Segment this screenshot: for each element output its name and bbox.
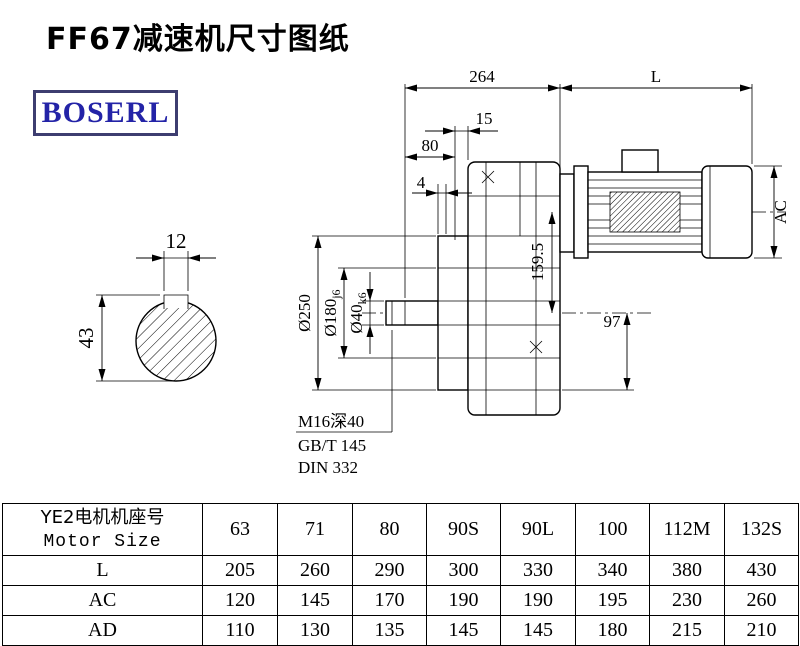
value-cell: 145 (500, 615, 576, 646)
motor-size-112M: 112M (649, 503, 725, 556)
dim-flange-diameter: Ø250 (295, 294, 314, 332)
value-cell: 195 (575, 585, 650, 616)
dim-shaft-diameter: Ø40k6 (347, 292, 369, 333)
note-standard-gbt: GB/T 145 (298, 436, 366, 455)
motor-size-90L: 90L (500, 503, 576, 556)
output-shaft (385, 300, 439, 326)
value-cell: 205 (202, 555, 278, 586)
value-cell: 300 (426, 555, 501, 586)
motor-stator-section (609, 191, 681, 233)
motor-size-80: 80 (352, 503, 427, 556)
boserl-logo-text: BOSERL (41, 96, 170, 129)
table-header-row: YE2电机机座号 Motor Size 63 71 80 90S 90L 100… (2, 503, 799, 556)
value-cell: 135 (352, 615, 427, 646)
motor-size-71: 71 (277, 503, 353, 556)
dim-motor-length-L: L (651, 67, 661, 86)
shaft-bore-section-view: 12 43 (74, 229, 217, 382)
value-cell: 380 (649, 555, 725, 586)
dim-15: 15 (476, 109, 493, 128)
motor-size-header-cell: YE2电机机座号 Motor Size (2, 503, 203, 556)
motor-size-90S: 90S (426, 503, 501, 556)
motor-size-63: 63 (202, 503, 278, 556)
dim-4: 4 (417, 173, 426, 192)
dim-overall-264: 264 (469, 67, 495, 86)
note-tap-hole: M16深40 (298, 412, 364, 431)
motor-size-132S: 132S (724, 503, 799, 556)
dim-axis-height-159-5: 159.5 (528, 243, 547, 281)
motor-size-table: YE2电机机座号 Motor Size 63 71 80 90S 90L 100… (2, 503, 799, 646)
bore-circle (135, 300, 217, 382)
table-row-AC: AC 120 145 170 190 190 195 230 260 (2, 585, 799, 616)
motor-size-100: 100 (575, 503, 650, 556)
motor-fan-cover (701, 165, 753, 259)
dim-bore-height: 43 (74, 328, 98, 349)
dim-80: 80 (422, 136, 439, 155)
mounting-hole-mark (481, 170, 495, 184)
dim-97: 97 (604, 312, 622, 331)
header-cn-label: YE2电机机座号 (40, 506, 165, 528)
row-label-AD: AD (2, 615, 203, 646)
motor-flange (573, 165, 589, 259)
motor-terminal-box (621, 149, 659, 173)
value-cell: 215 (649, 615, 725, 646)
table-row-AD: AD 110 130 135 145 145 180 215 210 (2, 615, 799, 646)
value-cell: 130 (277, 615, 353, 646)
dim-key-width: 12 (166, 229, 187, 253)
value-cell: 330 (500, 555, 576, 586)
value-cell: 110 (202, 615, 278, 646)
value-cell: 190 (500, 585, 576, 616)
value-cell: 430 (724, 555, 799, 586)
keyway-outline (163, 294, 189, 309)
value-cell: 290 (352, 555, 427, 586)
page-title: FF67减速机尺寸图纸 (46, 22, 350, 57)
value-cell: 180 (575, 615, 650, 646)
value-cell: 260 (724, 585, 799, 616)
header-en-label: Motor Size (43, 531, 162, 552)
motor-cooling-fins (588, 179, 702, 245)
gearbox-side-view (362, 149, 786, 416)
value-cell: 260 (277, 555, 353, 586)
row-label-AC: AC (2, 585, 203, 616)
note-standard-din: DIN 332 (298, 458, 358, 477)
value-cell: 340 (575, 555, 650, 586)
value-cell: 170 (352, 585, 427, 616)
value-cell: 210 (724, 615, 799, 646)
dim-motor-diameter-AC: AC (771, 200, 790, 224)
value-cell: 230 (649, 585, 725, 616)
table-row-L: L 205 260 290 300 330 340 380 430 (2, 555, 799, 586)
dim-spigot-diameter: Ø180j6 (321, 289, 343, 336)
value-cell: 120 (202, 585, 278, 616)
mounting-hole-mark (529, 340, 543, 354)
row-label-L: L (2, 555, 203, 586)
mounting-flange (437, 235, 469, 391)
technical-drawing: 12 43 (74, 67, 790, 477)
shaft-end-notes: M16深40 GB/T 145 DIN 332 (296, 330, 393, 477)
keyway-slot (164, 295, 188, 308)
value-cell: 190 (426, 585, 501, 616)
value-cell: 145 (277, 585, 353, 616)
gear-housing (467, 161, 561, 416)
dimensions: 264 L 15 80 4 Ø250 Ø180j6 (295, 67, 790, 391)
motor-adapter (559, 173, 575, 253)
boserl-logo: BOSERL (33, 90, 178, 136)
value-cell: 145 (426, 615, 501, 646)
